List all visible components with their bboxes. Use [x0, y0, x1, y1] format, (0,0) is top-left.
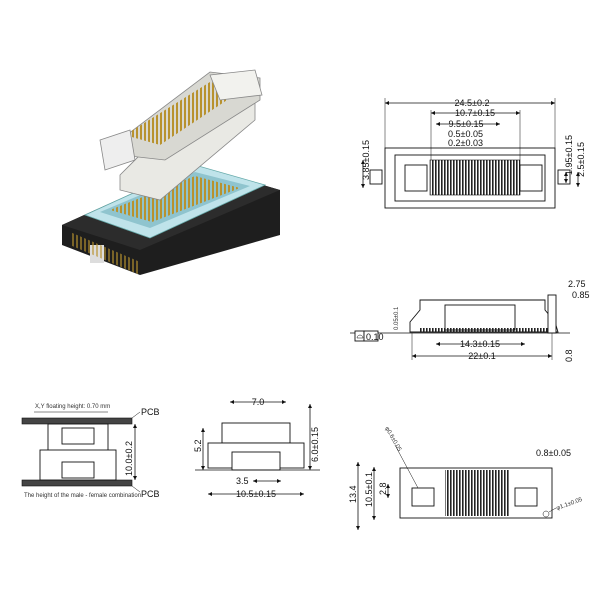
dim-tab-depth: 0.85 [572, 290, 590, 300]
dim-pin-row-span: 14.3±0.15 [460, 339, 500, 349]
dim-large-hole: φ1.1±0.05 [556, 497, 584, 512]
dim-mating-width: 7.0 [252, 397, 265, 407]
dim-side-offset: 3.85±0.15 [361, 140, 371, 180]
dim-side-length: 22±0.1 [468, 351, 495, 361]
dim-tab-height: 1.95±0.15 [564, 135, 574, 175]
dim-post-spacing: 3.5 [236, 476, 249, 486]
connector-3d-render [62, 69, 280, 275]
dim-bottom-depth: 13.4 [348, 485, 358, 503]
top-view-drawing: 24.5±0.2 10.7±0.15 9.5±0.15 0.5±0.05 0.2… [361, 98, 586, 209]
dim-stack-height: 10.0±0.2 [124, 441, 134, 476]
section-caption: The height of the male - female combinat… [24, 493, 141, 499]
floating-height-label: X,Y floating height: 0.70 mm [35, 404, 110, 410]
dim-pitch-span: 9.5±0.15 [449, 119, 484, 129]
dim-front-width: 10.5±0.15 [236, 489, 276, 499]
dim-coplanarity: 0.05±0.1 [394, 306, 400, 330]
dim-standoff: 0.8 [564, 349, 574, 362]
mated-section-view: X,Y floating height: 0.70 mm PCB PCB 10.… [21, 404, 160, 499]
bottom-view-drawing: 13.4 10.5±0.1 2.8 φ0.6±0.05 0.8±0.05 φ1.… [348, 426, 584, 530]
dim-total-height: 6.0±0.15 [310, 427, 320, 462]
dim-tab-depth-bottom: 2.8 [378, 482, 388, 495]
dim-small-hole: φ0.6±0.05 [383, 426, 402, 453]
front-view-drawing: 7.0 5.2 6.0±0.15 3.5 10.5±0.15 [193, 397, 320, 499]
dim-pin-field-width: 10.7±0.15 [455, 108, 495, 118]
pcb-top-label: PCB [141, 407, 160, 417]
flatness-value: 0.10 [366, 332, 384, 342]
dim-pitch: 0.5±0.05 [448, 129, 483, 139]
dim-tab-offset: 2.5±0.15 [576, 142, 586, 177]
dim-female-height: 5.2 [193, 439, 203, 452]
dim-tab-width: 2.75 [568, 279, 586, 289]
dim-post-width: 0.8±0.05 [536, 448, 571, 458]
dim-post-depth: 10.5±0.1 [364, 472, 374, 507]
dim-pin-width: 0.2±0.03 [448, 138, 483, 148]
dim-overall-width: 24.5±0.2 [455, 98, 490, 108]
pcb-bottom-label: PCB [141, 489, 160, 499]
side-view-drawing: 0.10 14.3±0.15 22±0.1 2.75 0.85 0.05±0.1… [350, 279, 590, 362]
